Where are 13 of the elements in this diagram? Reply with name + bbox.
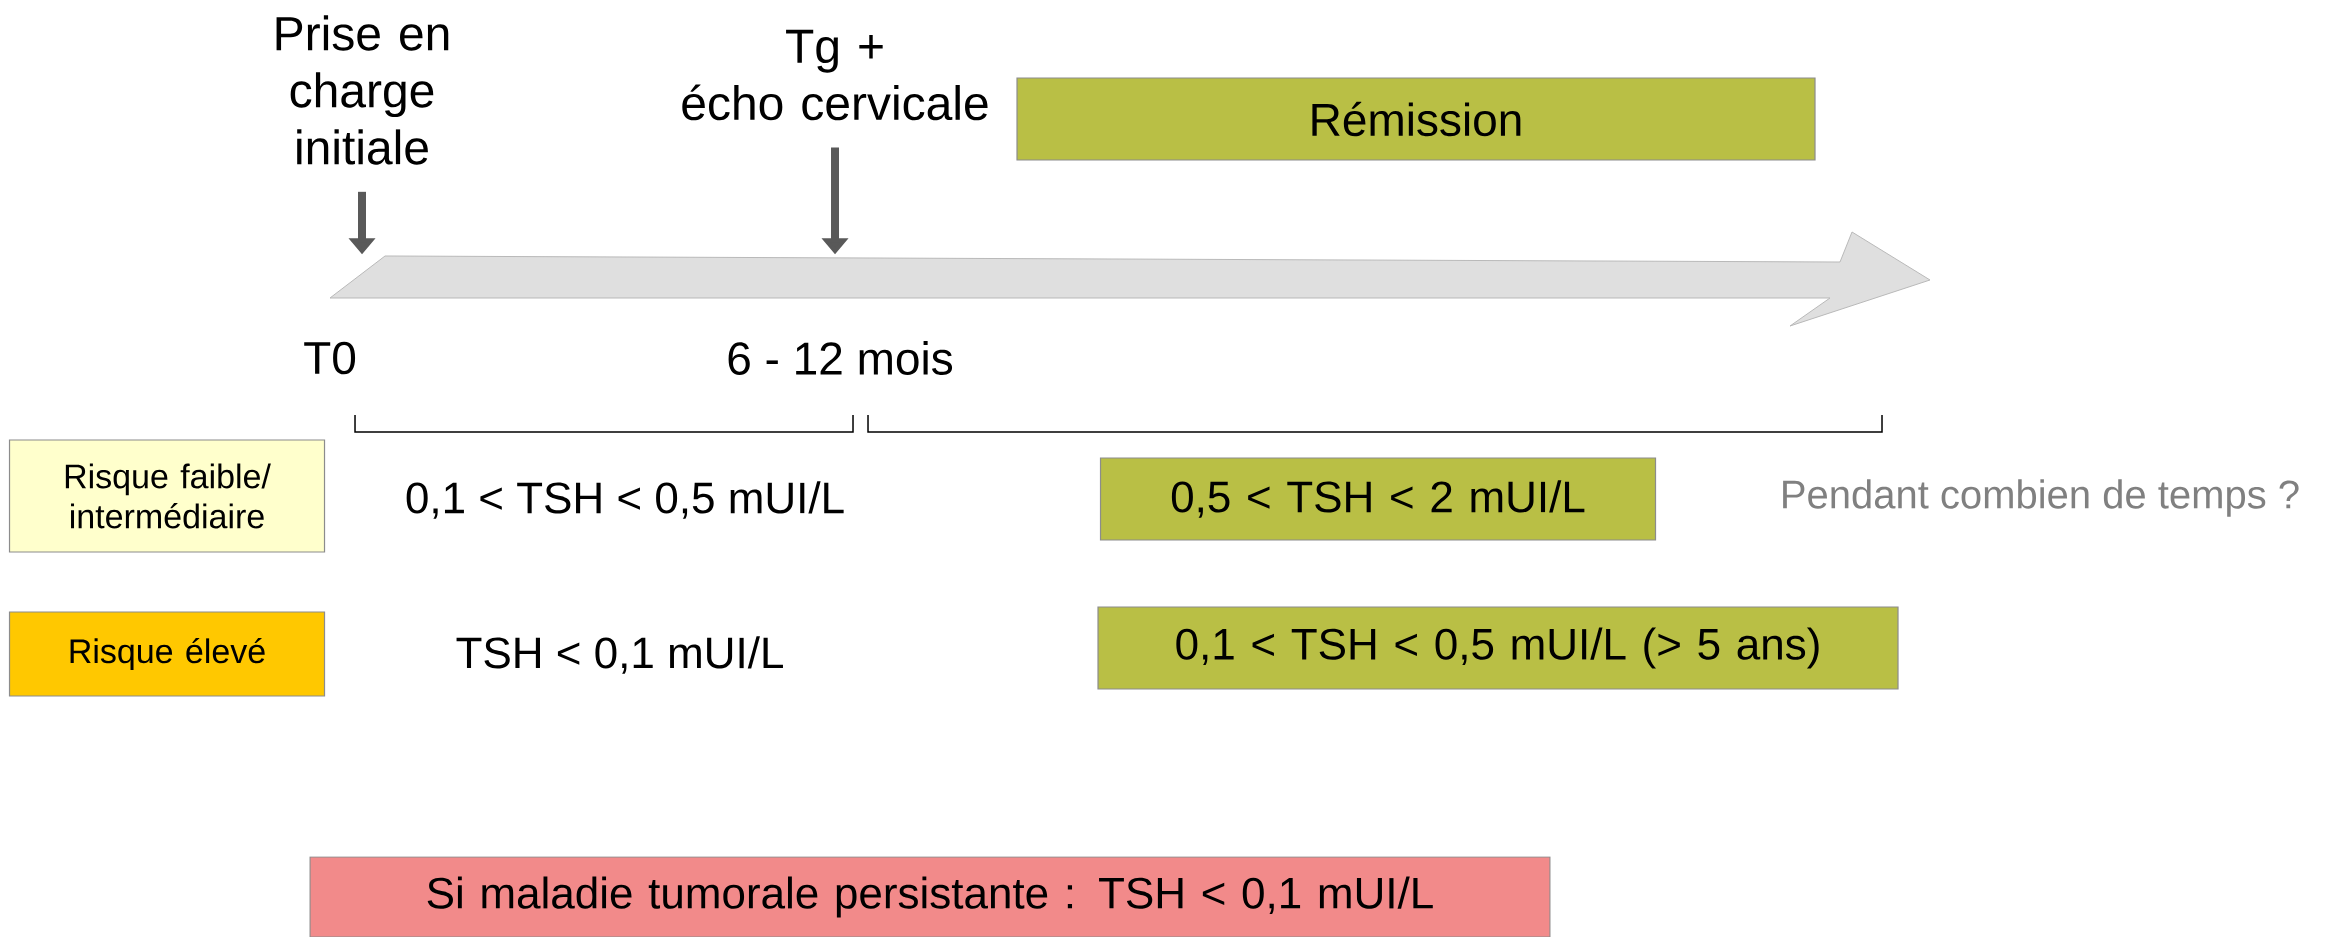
timepoint-label: Prise en charge initiale (276, 15, 449, 165)
status-box: Rémission (1016, 77, 1816, 161)
time-label: T0 (304, 341, 356, 375)
timepoint-label: Tg + écho cervicale (682, 29, 988, 121)
target-box: 0,5 < TSH < 2 mUI/L (1099, 457, 1657, 541)
question-label: Pendant combien de temps ? (1783, 479, 2299, 517)
risk-box: Risque élevé (8, 611, 326, 697)
risk-box: Risque faible/ intermédiaire (8, 439, 326, 553)
tsh-label: 0,1 < TSH < 0,5 mUI/L (406, 481, 844, 519)
timeline-arrow (329, 231, 1931, 327)
tsh-label: TSH < 0,1 mUI/L (456, 636, 783, 674)
target-box: 0,1 < TSH < 0,5 mUI/L (> 5 ans) (1097, 606, 1899, 690)
target-box: Si maladie tumorale persistante : TSH < 0,1 mUI/L (309, 856, 1551, 937)
